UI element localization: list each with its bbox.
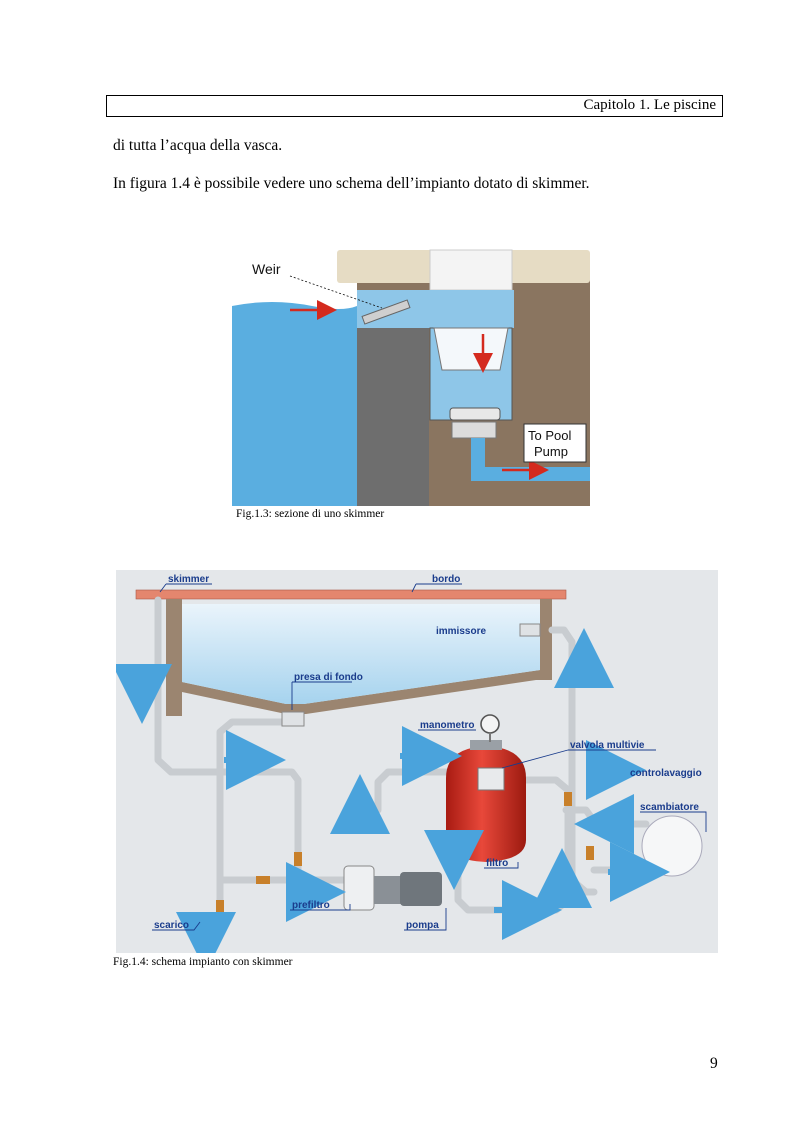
label-prefiltro: prefiltro <box>292 900 330 911</box>
label-scarico: scarico <box>154 920 189 931</box>
label-bordo: bordo <box>432 574 460 585</box>
label-controlavaggio: controlavaggio <box>630 768 702 779</box>
page-number: 9 <box>710 1055 718 1072</box>
label-manometro: manometro <box>420 720 474 731</box>
label-presa-di-fondo: presa di fondo <box>294 672 363 683</box>
manometro-gauge <box>480 714 500 734</box>
pool-water-basin <box>182 604 540 704</box>
pool-wall <box>357 328 429 506</box>
weir-flap <box>361 299 411 325</box>
label-to-pool: To Pool <box>528 428 571 443</box>
label-pump: Pump <box>534 444 568 459</box>
label-pompa: pompa <box>406 920 439 931</box>
chapter-header: Capitolo 1. Le piscine <box>106 95 723 117</box>
chapter-title: Capitolo 1. Le piscine <box>583 97 716 113</box>
body-paragraph-2: In figura 1.4 è possibile vedere uno sch… <box>113 175 590 192</box>
label-filtro: filtro <box>486 858 508 869</box>
figure-4-caption: Fig.1.4: schema impianto con skimmer <box>113 956 293 968</box>
figure-3-caption: Fig.1.3: sezione di uno skimmer <box>236 508 385 520</box>
pool-water <box>232 302 357 506</box>
scambiatore-unit <box>641 815 703 877</box>
pompa-motor <box>400 872 442 906</box>
filter-tank <box>446 746 526 862</box>
label-scambiatore: scambiatore <box>640 802 699 813</box>
label-skimmer: skimmer <box>168 574 209 585</box>
figure-plant-schematic: skimmer bordo immissore presa di fondo m… <box>116 570 718 953</box>
label-immissore: immissore <box>436 626 486 637</box>
body-paragraph-1: di tutta l’acqua della vasca. <box>113 137 283 154</box>
label-valvola-multivie: valvola multivie <box>570 740 645 751</box>
label-weir: Weir <box>252 261 281 277</box>
prefiltro-unit <box>343 865 375 911</box>
figure-skimmer-section: Weir To Pool Pump <box>232 248 590 506</box>
